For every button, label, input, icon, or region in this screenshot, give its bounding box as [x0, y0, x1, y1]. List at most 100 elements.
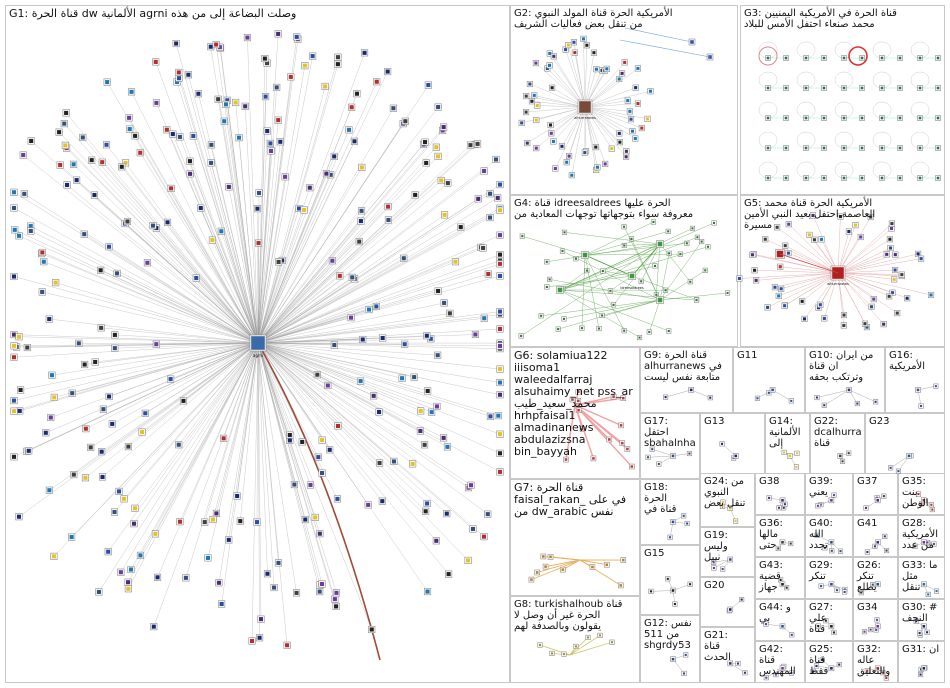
g1-node-avatar: [256, 241, 260, 245]
g1-node-avatar: [47, 488, 51, 492]
g40-node: [829, 540, 834, 545]
g1-node: [152, 59, 159, 66]
g2-node: [527, 81, 533, 87]
g1-node: [154, 574, 161, 581]
g1-node: [264, 570, 271, 577]
g1-node: [20, 152, 27, 159]
g1-node-avatar: [442, 125, 446, 129]
g2-node: [616, 76, 622, 82]
g1-node: [315, 454, 322, 461]
g9-node: [708, 395, 713, 400]
g5-node-avatar: [888, 295, 891, 298]
g1-node-avatar: [65, 183, 69, 187]
g2-node: [572, 50, 578, 56]
g4-node-avatar: [667, 230, 669, 232]
g4-node-avatar: [575, 258, 577, 260]
g2-node-avatar: [536, 104, 539, 107]
g1-node-avatar: [243, 104, 247, 108]
g1-node: [177, 518, 184, 525]
g36-node-avatar: [781, 541, 784, 544]
g2-node-avatar: [631, 130, 634, 133]
g30-node: [925, 630, 930, 635]
g17-node-avatar: [658, 463, 660, 465]
g5-node-avatar: [854, 224, 857, 227]
g5-hub-label: alhurranews: [827, 282, 849, 286]
g1-node-avatar: [125, 219, 129, 223]
g1-node: [337, 273, 344, 280]
g1-node-avatar: [498, 233, 502, 237]
g1-node: [497, 261, 504, 268]
g1-node: [218, 601, 225, 608]
g1-node-avatar: [63, 143, 67, 147]
g1-node: [88, 157, 95, 164]
g1-node: [11, 408, 18, 415]
g4-node: [611, 303, 616, 308]
g1-node: [402, 118, 409, 125]
g1-node: [485, 511, 492, 518]
g1-node: [319, 437, 326, 444]
g44-node: [790, 633, 795, 638]
g8-node: [550, 651, 555, 656]
g1-node: [255, 240, 262, 247]
g17-node-avatar: [672, 455, 675, 458]
g1-node: [234, 493, 241, 500]
g1-node-avatar: [113, 333, 117, 337]
g34-node: [875, 624, 880, 629]
g1-node-avatar: [349, 316, 353, 320]
g1-node-avatar: [128, 127, 132, 131]
g1-node: [385, 217, 392, 224]
g3-node-avatar: [899, 147, 902, 150]
g5-node: [774, 225, 780, 231]
g3-node: [860, 146, 865, 151]
g1-node: [497, 207, 504, 214]
g11-node-avatar: [771, 389, 774, 392]
g1-node-avatar: [442, 436, 446, 440]
g1-node-avatar: [494, 157, 498, 161]
g4-node: [699, 239, 704, 244]
g2-node: [594, 66, 600, 72]
g2-node: [625, 98, 631, 104]
g1-node: [319, 581, 326, 588]
g1-node: [441, 212, 448, 219]
g4-node: [703, 268, 708, 273]
g5-node-avatar: [929, 293, 932, 296]
g7-node-avatar: [562, 568, 565, 571]
g5-node-avatar: [900, 273, 903, 276]
g1-node: [236, 134, 243, 141]
g6-node-avatar: [621, 442, 624, 445]
g1-node: [282, 174, 289, 181]
g7-node: [604, 562, 609, 567]
g1-node-avatar: [154, 101, 158, 105]
g1-node: [126, 126, 133, 133]
g1-node-avatar: [265, 129, 269, 133]
g4-node-avatar: [623, 226, 625, 228]
g35-node: [929, 503, 934, 508]
g37-node: [875, 498, 880, 503]
g7-node: [543, 564, 548, 569]
g38-node-avatar: [784, 503, 786, 505]
g1-node: [112, 332, 119, 339]
g1-node: [323, 170, 330, 177]
g3-node-avatar: [785, 87, 788, 90]
g1-node: [435, 104, 442, 111]
g1-node-avatar: [488, 414, 492, 418]
g1-node-avatar: [288, 438, 292, 442]
g1-node-avatar: [29, 139, 33, 143]
g30-node: [917, 631, 922, 636]
g2-node: [548, 122, 554, 128]
g5-node: [893, 252, 899, 258]
g1-node: [435, 153, 442, 160]
g2-hub-label: alhurranews: [574, 116, 596, 120]
g3-node: [918, 86, 923, 91]
g1-node-avatar: [392, 459, 396, 463]
g7-node: [541, 554, 546, 559]
g1-node-avatar: [42, 260, 46, 264]
g11-node-avatar: [790, 400, 792, 402]
g15-node-avatar: [650, 590, 652, 592]
g1-node-avatar: [132, 522, 136, 526]
g1-node-avatar: [184, 576, 188, 580]
g1-node: [497, 379, 504, 386]
g1-node: [331, 342, 338, 349]
g5-node-avatar: [780, 287, 783, 290]
g2-node: [566, 153, 572, 159]
